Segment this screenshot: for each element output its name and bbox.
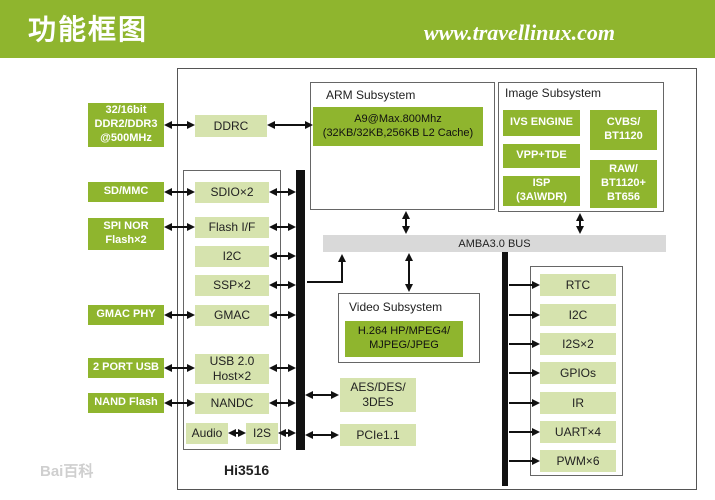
ext-ddr: 32/16bit DDR2/DDR3 @500MHz [88,103,164,147]
usb-host-block: USB 2.0 Host×2 [195,354,269,384]
arm-subsystem [310,82,495,210]
gpios-block: GPIOs [540,362,616,384]
i2c-block-left: I2C [195,246,269,267]
ir-block: IR [540,392,616,414]
nandc-block: NANDC [195,393,269,414]
vpp-tde-block: VPP+TDE [503,144,580,168]
ext-usb: 2 PORT USB [88,358,164,378]
ext-spi-nor: SPI NOR Flash×2 [88,218,164,250]
sdio-block: SDIO×2 [195,182,269,203]
chip-label: Hi3516 [224,462,270,478]
image-subsystem-title: Image Subsystem [505,86,602,100]
raw-block: RAW/ BT1120+ BT656 [590,160,657,208]
arm-subsystem-title: ARM Subsystem [326,88,416,102]
ssp-block: SSP×2 [195,275,269,296]
ext-sdmmc: SD/MMC [88,182,164,202]
video-codec-block: H.264 HP/MPEG4/ MJPEG/JPEG [345,321,463,357]
internal-bus-backbone [296,170,305,450]
pwm-block: PWM×6 [540,450,616,472]
audio-block: Audio [186,423,228,444]
ext-gmac-phy: GMAC PHY [88,305,164,325]
ivs-engine-block: IVS ENGINE [503,110,580,136]
arm-core-block: A9@Max.800Mhz (32KB/32KB,256KB L2 Cache) [313,107,483,146]
pcie-block: PCIe1.1 [340,424,416,446]
i2s-block-left: I2S [246,423,278,444]
amba-bus: AMBA3.0 BUS [323,235,666,252]
site-url: www.travellinux.com [423,20,615,45]
video-subsystem-title: Video Subsystem [349,300,443,314]
right-bus-line [502,252,508,486]
aes-des-block: AES/DES/ 3DES [340,378,416,412]
backbone-amba-link [307,254,346,283]
ddrc-block: DDRC [195,115,267,137]
ext-nand: NAND Flash [88,393,164,413]
watermark-logo: Bai百科 [40,463,94,480]
rtc-block: RTC [540,274,616,296]
page-title: 功能框图 [28,13,149,46]
header-banner: 功能框图 www.travellinux.com [0,0,715,58]
cvbs-block: CVBS/ BT1120 [590,110,657,150]
i2c-block-right: I2C [540,304,616,326]
isp-block: ISP (3A\WDR) [503,176,580,206]
uart-block: UART×4 [540,421,616,443]
i2s-block-right: I2S×2 [540,333,616,355]
flash-if-block: Flash I/F [195,217,269,238]
gmac-block: GMAC [195,305,269,326]
